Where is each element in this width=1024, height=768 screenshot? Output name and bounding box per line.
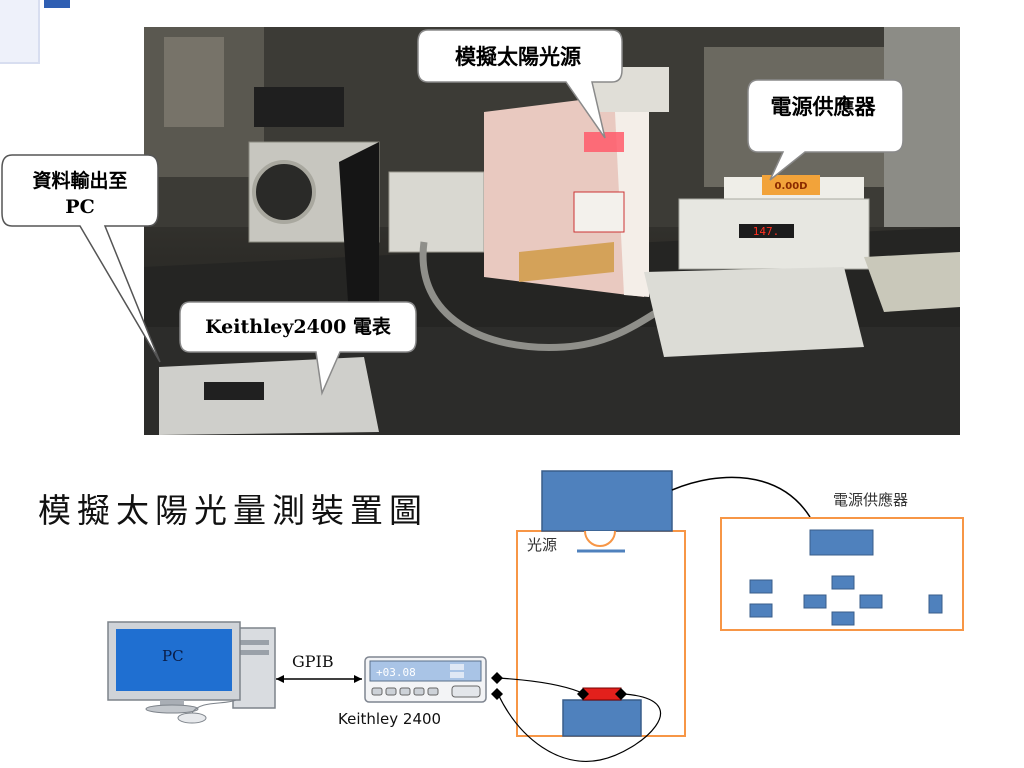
photo-power-supply-display: 0.00D xyxy=(775,181,808,192)
power-supply-display-box xyxy=(809,529,874,556)
keithley-screen-indicator-2 xyxy=(450,672,464,678)
light-source-label: 光源 xyxy=(527,536,557,554)
keithley-button-5 xyxy=(427,687,439,696)
slide-corner-mark xyxy=(44,0,70,8)
photo-paper-sheet xyxy=(644,267,864,357)
gpib-label: GPIB xyxy=(292,652,334,671)
keithley-sample-wire-2 xyxy=(497,693,662,762)
power-supply-frame xyxy=(720,517,964,631)
power-supply-button-up xyxy=(831,575,855,590)
keithley-knob xyxy=(451,685,481,698)
photo-gas-cylinder xyxy=(164,37,224,127)
callout-solar-simulator-text: 模擬太陽光源 xyxy=(455,44,581,69)
sample-stage-box xyxy=(562,699,642,737)
keithley-button-3 xyxy=(399,687,411,696)
gpib-arrow-left xyxy=(276,675,284,683)
callout-power-supply: 電源供應器 xyxy=(747,79,904,181)
power-supply-button-down xyxy=(831,611,855,626)
power-supply-button-left xyxy=(803,594,827,609)
callout-keithley-meter: Keithley2400 電表 xyxy=(179,301,417,396)
pc-mouse xyxy=(177,712,207,724)
keithley-screen-indicator-1 xyxy=(450,664,464,670)
slide-corner-decoration xyxy=(0,0,40,64)
photo-sample-stage xyxy=(519,242,614,282)
keithley-sample-wire-1 xyxy=(497,677,581,693)
photo-lamp-glow xyxy=(584,132,624,152)
lamp-housing-box xyxy=(541,470,673,532)
keithley-terminal-2 xyxy=(491,688,503,700)
photo-keithley-display xyxy=(204,382,264,400)
callout-power-supply-text: 電源供應器 xyxy=(771,94,877,119)
photo-clutter-right xyxy=(864,252,960,312)
callout-solar-simulator: 模擬太陽光源 xyxy=(417,29,623,139)
lab-setup-photo-art: 147. 0.00D xyxy=(144,27,960,435)
diagram-title: 模擬太陽光量測裝置圖 xyxy=(38,491,428,530)
keithley-button-4 xyxy=(413,687,425,696)
lamp-power-cable xyxy=(671,476,811,518)
keithley-screen-reading: +03.08 xyxy=(376,666,416,679)
keithley-label: Keithley 2400 xyxy=(338,710,441,728)
callout-solar-simulator-bubble xyxy=(417,29,623,139)
photo-lamp-controller xyxy=(388,171,485,253)
keithley-2400-instrument: +03.08 xyxy=(364,656,487,703)
photo-lamp-gauge xyxy=(252,160,316,224)
photo-sample-holder xyxy=(573,191,625,233)
callout-keithley-bubble xyxy=(179,301,417,396)
pc-monitor-base xyxy=(145,704,199,714)
power-supply-button-1 xyxy=(749,579,773,594)
callout-power-supply-bubble xyxy=(747,79,904,181)
pc-mouse-cable xyxy=(191,699,237,714)
callout-data-output: 資料輸出至 PC xyxy=(1,154,161,363)
pc-monitor-screen xyxy=(116,629,232,691)
photo-black-panel xyxy=(339,142,379,317)
callout-keithley-text: Keithley2400 電表 xyxy=(205,315,392,338)
keithley-button-2 xyxy=(385,687,397,696)
pc-label: PC xyxy=(162,647,184,665)
power-supply-label: 電源供應器 xyxy=(833,491,908,509)
sample-contact-left xyxy=(577,688,589,700)
light-bulb-icon xyxy=(584,530,616,547)
pc-drive-bay-1 xyxy=(239,640,269,645)
power-supply-button-2 xyxy=(749,603,773,618)
sample-contact-right xyxy=(615,688,627,700)
lab-setup-photo: 147. 0.00D xyxy=(144,27,960,435)
keithley-button-1 xyxy=(371,687,383,696)
pc-drive-bay-2 xyxy=(239,650,269,655)
power-supply-switch xyxy=(928,594,943,614)
photo-controller-display: 147. xyxy=(753,225,780,238)
pc-computer-icon: PC xyxy=(107,621,276,724)
keithley-terminal-1 xyxy=(491,672,503,684)
callout-data-output-line1: 資料輸出至 xyxy=(32,169,127,192)
callout-data-output-bubble xyxy=(1,154,161,363)
photo-orange-label xyxy=(762,175,820,195)
power-supply-button-right xyxy=(859,594,883,609)
callout-data-output-line2: PC xyxy=(65,196,94,218)
pc-monitor-neck xyxy=(160,700,184,706)
gpib-arrow-right xyxy=(354,675,362,683)
photo-controller-display-bg xyxy=(739,224,794,238)
photo-black-box xyxy=(254,87,344,127)
